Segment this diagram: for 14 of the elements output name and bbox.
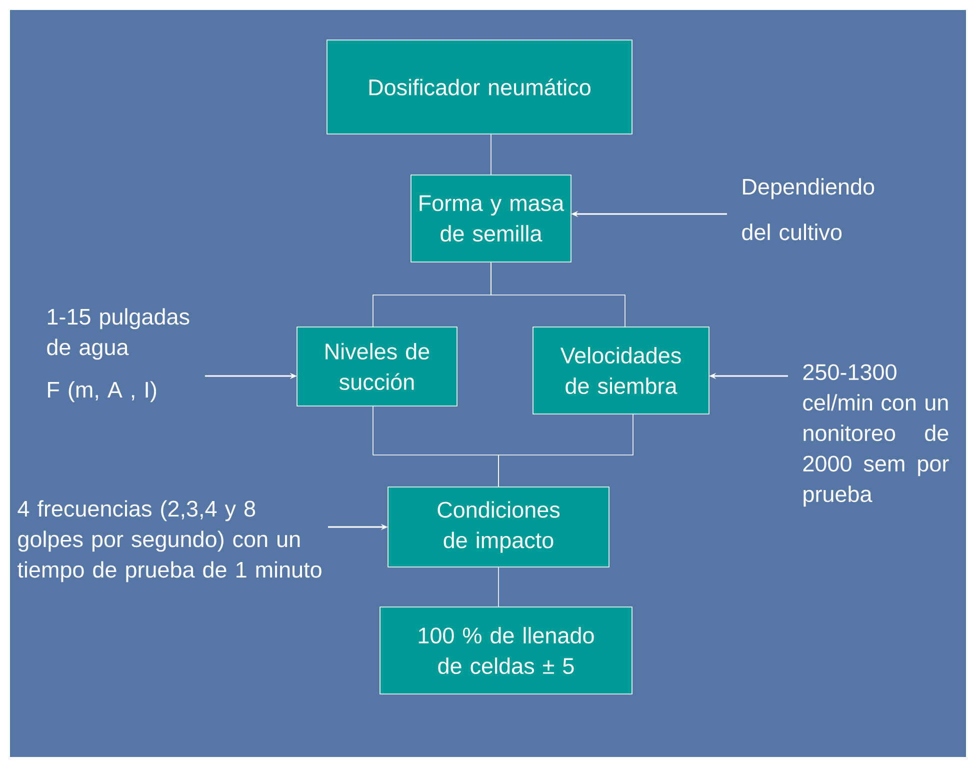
note-text: Dependiendo del cultivo xyxy=(742,178,874,240)
connector-line xyxy=(498,567,499,607)
process-box: 100 % de llenado de celdas ± 5 xyxy=(380,606,632,694)
note-text: 1-15 pulgadas de agua F (m, A , I) xyxy=(47,308,190,402)
connector-line xyxy=(490,134,492,175)
process-box: Condiciones de impacto xyxy=(388,486,610,568)
process-box: Dosificador neumático xyxy=(326,40,632,134)
connector-line xyxy=(498,414,634,487)
connector-line xyxy=(490,262,626,328)
process-box: Niveles de succión xyxy=(296,326,458,406)
note-text: 4 frecuencias (2,3,4 y 8 golpes por segundo) con un tiempo de prueba de 1 minuto xyxy=(18,500,322,582)
process-box: Forma y masa de semilla xyxy=(410,174,572,262)
note-text: 250-1300 cel/min con un nonitoreo de 2000 sem por prueba xyxy=(803,364,949,507)
process-box: Velocidades de siembra xyxy=(532,326,710,414)
